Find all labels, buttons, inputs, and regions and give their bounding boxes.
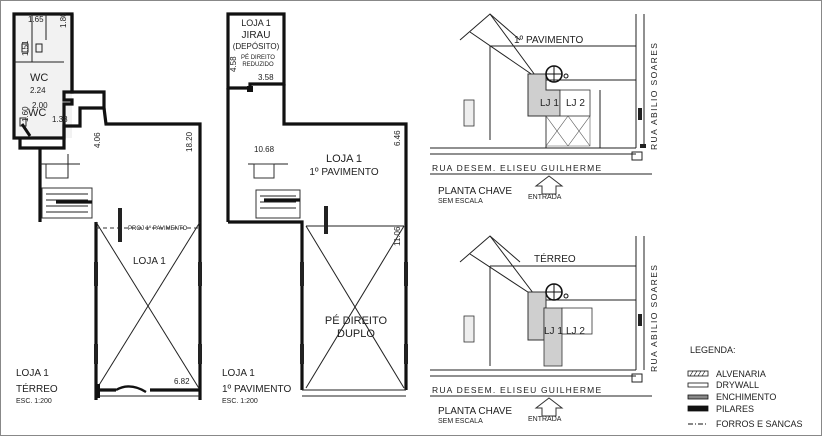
plan-title: LOJA 1 [16,368,49,379]
room-label: LOJA 1 [133,256,166,267]
pillar [324,206,328,234]
jirau-label: (DEPÓSITO) [233,42,280,51]
projection-label: PROJ 1º PAVIMENTO [128,225,188,232]
jirau-label: REDUZIDO [242,62,274,68]
pav-outer-wall [228,220,304,390]
equipment [45,163,69,179]
cross-line [95,221,201,391]
jirau-label: JIRAU [242,30,271,41]
dim-label: 3.58 [258,73,274,82]
room-label: LOJA 1 [326,153,362,165]
enchimento-swatch-icon [687,394,709,400]
legend-item: ALVENARIA [716,369,766,379]
lj1-highlight [543,307,563,367]
legend: LEGENDA: ALVENARIA DRYWALL ENCHIMENTO PI… [687,345,803,429]
terreo-outer-wall [102,107,202,222]
plan-title: 1º PAVIMENTO [222,384,291,395]
toilet-icon [35,43,43,53]
door-symbol [20,123,32,137]
key-floor-label: TÉRREO [534,252,576,265]
legend-title: LEGENDA: [690,345,736,355]
key-plan-terreo: TÉRREO LJ 1 LJ 2 RUA ABILIO SOARES RUA D… [430,235,659,425]
store-label: LJ 1 [544,326,563,337]
store-label: LJ 2 [566,98,585,109]
jirau-label: PÉ DIREITO [241,54,275,61]
dim-label: 1.51 [21,40,30,56]
plan-scale: ESC. 1:200 [222,398,258,405]
jirau-label: LOJA 1 [241,18,271,28]
key-floor-label: 1º PAVIMENTO [514,35,583,46]
pav-outer-wall [282,84,408,390]
stair [255,189,301,219]
entrance-arrow-icon [534,175,564,195]
entrance-label: ENTRADA [528,194,562,201]
plan-title: TÉRREO [16,382,58,395]
dim-label: 18.20 [185,131,194,152]
dim-label: 6.46 [393,130,402,146]
street-name: RUA ABILIO SOARES [649,264,659,372]
wc-label: WC [30,72,48,84]
store-label: LJ 2 [566,326,585,337]
dim-label: 1.65 [28,15,44,24]
double-height-label: DUPLO [337,328,375,340]
key-plan-1pav: 1º PAVIMENTO LJ 1 LJ 2 RUA ABILIO SOARES… [430,13,659,205]
dim-label: 2.24 [30,86,46,95]
toilet-icon [21,43,29,53]
dim-label: 2.00 [32,101,48,110]
entrance-door [115,385,147,394]
dim-label: 10.68 [254,145,275,154]
plan-terreo: 1.65 1.80 1.51 2.24 2.00 1.60 1.38 4.06 … [12,12,202,405]
wc-area [14,14,72,138]
dim-label: 4.58 [229,56,238,72]
street-name: RUA DESEM. ELISEU GUILHERME [432,163,602,173]
legend-item: ENCHIMENTO [716,392,776,402]
dim-label: 1.38 [52,115,68,124]
legend-item: FORROS E SANCAS [716,419,803,429]
pilares-swatch-icon [687,405,709,412]
room-label: 1º PAVIMENTO [309,167,378,178]
entrance-label: ENTRADA [528,416,562,423]
double-height-label: PÉ DIREITO [325,314,388,327]
plan-title: LOJA 1 [222,368,255,379]
legend-item: PILARES [716,404,754,414]
key-plan-title: PLANTA CHAVE [438,406,512,417]
street-name: RUA DESEM. ELISEU GUILHERME [432,385,602,395]
street-name: RUA ABILIO SOARES [649,42,659,150]
entrance-arrow-icon [534,397,564,417]
legend-item: DRYWALL [716,380,759,390]
cross-line [305,225,405,389]
alvenaria-swatch-icon [687,370,709,377]
dim-label: 4.06 [93,132,102,148]
terreo-outer-wall [18,14,106,150]
key-plan-subtitle: SEM ESCALA [438,418,483,425]
dim-label: 11.06 [393,226,402,246]
dim-label: 1.80 [59,12,68,28]
plan-scale: ESC. 1:200 [16,398,52,405]
key-plan-title: PLANTA CHAVE [438,186,512,197]
dim-label: 1.60 [21,106,30,122]
store-label: LJ 1 [540,98,559,109]
pillar [118,208,122,242]
plan-pavimento: LOJA 1 JIRAU (DEPÓSITO) PÉ DIREITO REDUZ… [222,12,408,405]
drywall-swatch-icon [687,382,709,388]
key-plan-subtitle: SEM ESCALA [438,198,483,205]
dim-label: 6.82 [174,377,190,386]
wc-label: WC [28,107,46,119]
